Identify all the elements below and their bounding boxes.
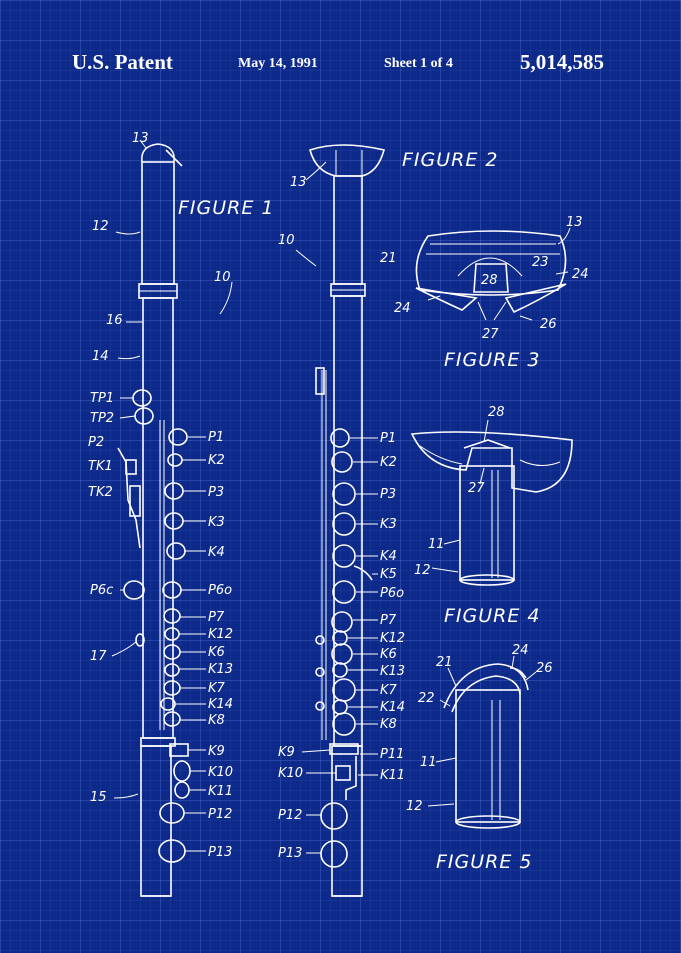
fig2-label-k2: K2 <box>380 455 397 470</box>
fig2-label-p3: P3 <box>380 487 396 502</box>
fig1-label-tp1: TP1 <box>90 391 114 406</box>
fig2-label-k5: K5 <box>380 567 397 582</box>
fig4-label-12: 12 <box>414 563 431 578</box>
fig1-label-tk2: TK2 <box>88 485 113 500</box>
fig1-label-p6o: P6o <box>208 583 232 598</box>
fig2-label-k8: K8 <box>380 717 397 732</box>
fig3-label-26: 26 <box>540 317 557 332</box>
figure-3-detail: 13 21 23 24 28 24 27 26 FIGURE 3 <box>380 215 589 371</box>
fig4-label-27: 27 <box>468 481 485 496</box>
header-date: May 14, 1991 <box>238 56 318 71</box>
fig1-label-p6c: P6c <box>90 583 113 598</box>
fig1-label-k3: K3 <box>208 515 225 530</box>
fig5-label-26: 26 <box>536 661 553 676</box>
fig1-label-k14: K14 <box>208 697 233 712</box>
fig1-label-k9: K9 <box>208 744 225 759</box>
fig2-label-p13: P13 <box>278 846 302 861</box>
fig4-label-28: 28 <box>488 405 505 420</box>
fig2-label-p11: P11 <box>380 747 404 762</box>
fig1-label-tk1: TK1 <box>88 459 113 474</box>
fig1-label-p12: P12 <box>208 807 232 822</box>
header-patent: U.S. Patent <box>72 50 173 74</box>
fig1-label-k6: K6 <box>208 645 225 660</box>
fig1-label-k2: K2 <box>208 453 225 468</box>
fig2-label-k9: K9 <box>278 745 295 760</box>
fig1-label-tp2: TP2 <box>90 411 114 426</box>
fig2-label-k12: K12 <box>380 631 405 646</box>
fig1-label-p13: P13 <box>208 845 232 860</box>
figure-3-title: FIGURE 3 <box>444 349 541 371</box>
fig1-label-p1: P1 <box>208 430 224 445</box>
fig2-label-k6: K6 <box>380 647 397 662</box>
figure-4-detail: 28 27 11 12 FIGURE 4 <box>410 405 573 627</box>
fig5-label-12: 12 <box>406 799 423 814</box>
fig2-label-10: 10 <box>278 233 295 248</box>
fig3-label-21: 21 <box>380 251 397 266</box>
fig2-label-k4: K4 <box>380 549 397 564</box>
fig2-label-p12: P12 <box>278 808 302 823</box>
fig2-label-p6o: P6o <box>380 586 404 601</box>
figure-4-title: FIGURE 4 <box>444 605 541 627</box>
fig1-label-k10: K10 <box>208 765 233 780</box>
fig2-label-k14: K14 <box>380 700 405 715</box>
fig1-label-k4: K4 <box>208 545 225 560</box>
header-sheet: Sheet 1 of 4 <box>384 56 453 71</box>
fig2-label-k13: K13 <box>380 664 405 679</box>
fig2-label-p7: P7 <box>380 613 397 628</box>
figure-2-flute: 13 10 P1 K2 P3 K3 K4 K5 P6o P7 K12 K6 K1… <box>278 144 499 897</box>
fig2-label-p1: P1 <box>380 431 396 446</box>
figure-5-detail: 21 24 26 22 11 12 FIGURE 5 <box>406 643 553 873</box>
figure-1-title: FIGURE 1 <box>178 197 275 219</box>
fig5-label-24: 24 <box>512 643 529 658</box>
figure-2-title: FIGURE 2 <box>402 149 499 171</box>
fig1-label-k11: K11 <box>208 784 233 799</box>
fig2-label-k11: K11 <box>380 768 405 783</box>
figure-5-title: FIGURE 5 <box>436 851 533 873</box>
fig5-label-21: 21 <box>436 655 453 670</box>
fig1-label-13: 13 <box>132 131 149 146</box>
fig3-label-13: 13 <box>566 215 583 230</box>
fig1-label-k13: K13 <box>208 662 233 677</box>
fig2-label-k3: K3 <box>380 517 397 532</box>
fig5-label-22: 22 <box>418 691 435 706</box>
fig1-label-p7: P7 <box>208 610 225 625</box>
header-patent-number: 5,014,585 <box>520 50 604 74</box>
fig3-label-28: 28 <box>481 273 498 288</box>
fig2-label-k7: K7 <box>380 683 398 698</box>
figure-1-flute: 13 12 10 16 14 TP1 TP2 P2 TK1 TK2 P1 K2 … <box>88 131 275 897</box>
fig5-label-11: 11 <box>420 755 437 770</box>
fig1-label-14: 14 <box>92 349 109 364</box>
fig1-label-p3: P3 <box>208 485 224 500</box>
fig1-label-12: 12 <box>92 219 109 234</box>
fig3-label-24a: 24 <box>572 267 589 282</box>
fig1-label-10: 10 <box>214 270 231 285</box>
fig2-label-13: 13 <box>290 175 307 190</box>
fig1-label-17: 17 <box>90 649 107 664</box>
fig4-label-11: 11 <box>428 537 445 552</box>
fig1-label-15: 15 <box>90 790 107 805</box>
fig1-label-16: 16 <box>106 313 123 328</box>
fig3-label-23: 23 <box>532 255 549 270</box>
fig1-label-p2: P2 <box>88 435 104 450</box>
fig3-label-27: 27 <box>482 327 499 342</box>
fig3-label-24b: 24 <box>394 301 411 316</box>
fig1-label-k12: K12 <box>208 627 233 642</box>
fig1-label-k7: K7 <box>208 681 226 696</box>
fig2-label-k10: K10 <box>278 766 303 781</box>
fig1-label-k8: K8 <box>208 713 225 728</box>
